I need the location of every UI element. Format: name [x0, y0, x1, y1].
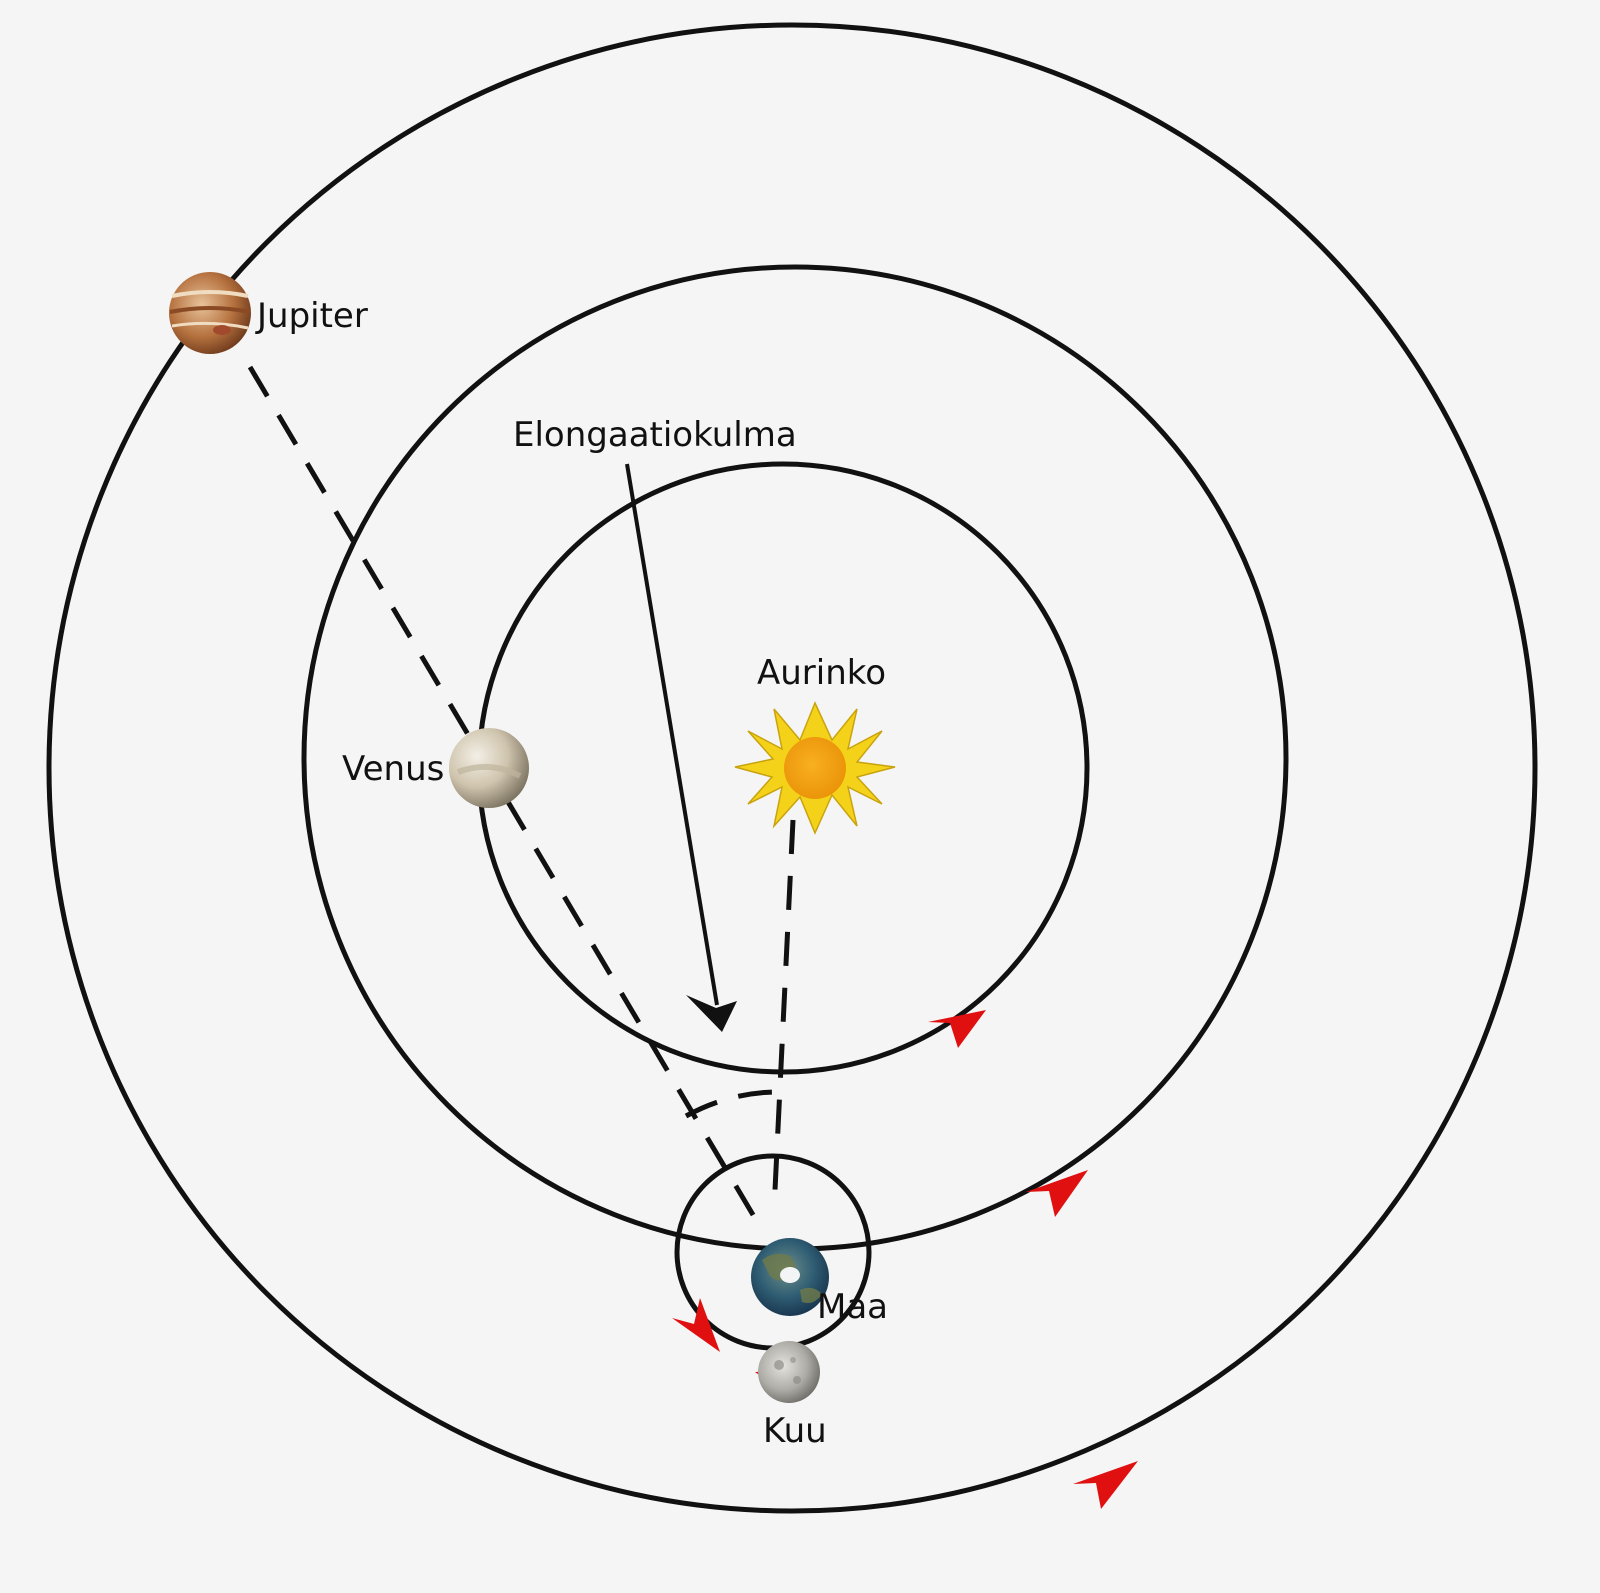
moon-label: Kuu: [763, 1411, 827, 1451]
sun-label: Aurinko: [757, 653, 886, 693]
venus-label: Venus: [342, 749, 444, 789]
elongation-angle-label: Elongaatiokulma: [513, 415, 797, 455]
jupiter-orbit: [46, 22, 1538, 1514]
orbit-direction-arrow-icon: [672, 1298, 720, 1352]
jupiter-label: Jupiter: [255, 296, 368, 336]
sun-earth-line: [772, 819, 796, 1191]
sun-icon: [734, 701, 896, 835]
earth-label: Maa: [817, 1287, 888, 1327]
angle-pointer-line: [625, 463, 719, 1006]
orbit-direction-arrow-icon: [928, 1010, 986, 1048]
orbit-direction-arrow-icon: [1026, 1170, 1088, 1217]
venus-planet-icon: [449, 728, 529, 808]
orbit-direction-arrow-icon: [1073, 1461, 1138, 1509]
jupiter-planet-icon: [169, 272, 251, 354]
earth-planet-icon: [751, 1238, 829, 1316]
elongation-angle-arc: [684, 1089, 779, 1119]
moon-icon: [758, 1341, 820, 1403]
angle-pointer-head: [686, 995, 737, 1032]
